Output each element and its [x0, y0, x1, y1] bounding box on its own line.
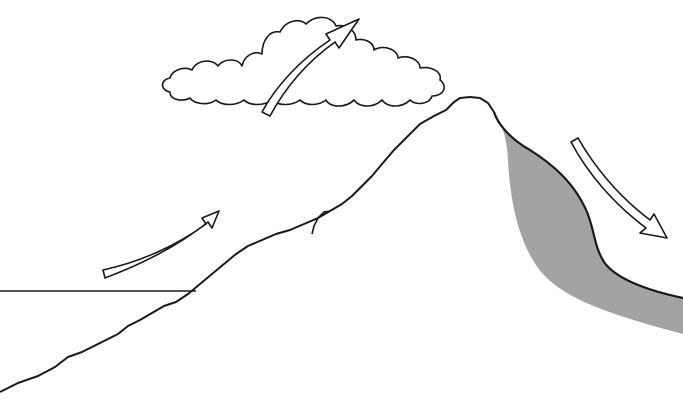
windward-arrow — [103, 211, 219, 278]
mountain-crack — [312, 211, 330, 234]
mountain — [0, 97, 494, 392]
